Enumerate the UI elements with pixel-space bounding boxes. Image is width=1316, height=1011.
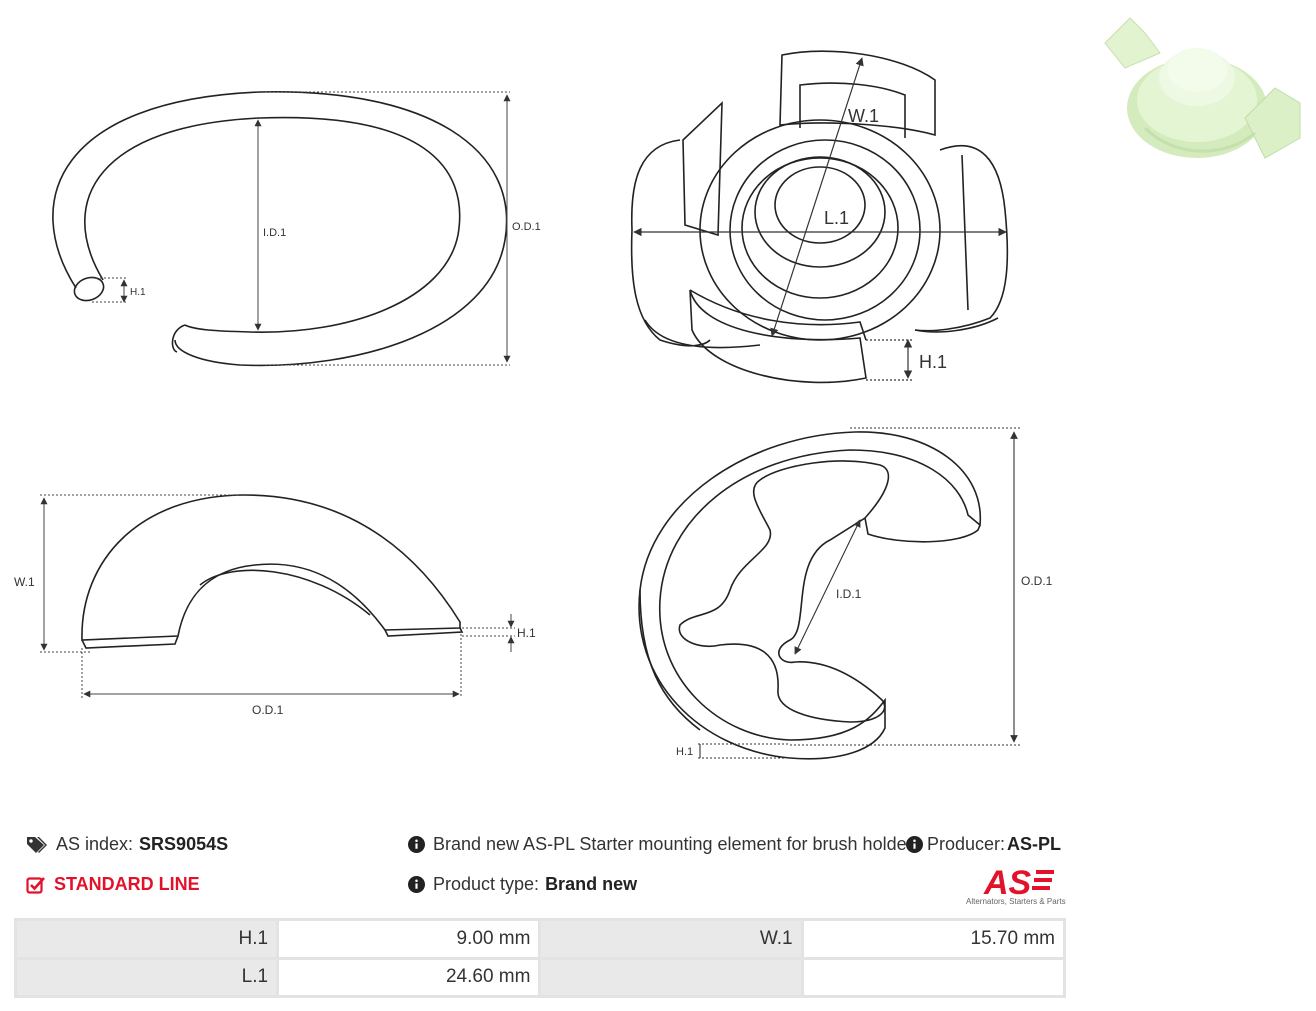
spec-value: 24.60 mm	[276, 956, 542, 998]
description-row: Brand new AS-PL Starter mounting element…	[408, 834, 928, 855]
w1-label-half: W.1	[14, 575, 35, 589]
as-index-label: AS index:	[56, 834, 134, 854]
h1-label-clip: H.1	[676, 746, 693, 758]
product-type-value: Brand new	[545, 874, 638, 894]
as-index-value: SRS9054S	[139, 834, 229, 854]
spec-value: 9.00 mm	[276, 918, 542, 960]
producer-value: AS-PL	[1007, 834, 1062, 854]
l1-label-element: L.1	[824, 208, 849, 228]
check-square-icon	[26, 876, 45, 894]
od1-label-clip: O.D.1	[1021, 574, 1053, 588]
spec-key: W.1	[538, 918, 804, 960]
table-row: H.1 9.00 mm W.1 15.70 mm	[13, 918, 1067, 960]
w1-label-element: W.1	[848, 106, 879, 126]
spec-table: H.1 9.00 mm W.1 15.70 mm L.1 24.60 mm	[13, 918, 1067, 998]
product-type-label: Product type:	[433, 874, 540, 894]
technical-drawings: I.D.1 O.D.1 H.1 W.1 L.1 H.1	[14, 50, 1053, 760]
as-index-row: AS index: SRS9054S	[26, 834, 228, 855]
h1-label-ring: H.1	[130, 287, 146, 298]
id1-label-clip: I.D.1	[836, 587, 862, 601]
spec-key	[538, 956, 804, 998]
logo-tagline: Alternators, Starters & Parts	[966, 897, 1066, 906]
half-ring-side-drawing	[40, 494, 515, 698]
info-circle-icon	[408, 876, 425, 893]
spec-key: H.1	[13, 918, 280, 960]
od1-label-half: O.D.1	[252, 703, 284, 717]
as-pl-logo: AS	[983, 864, 1054, 902]
h1-label-element: H.1	[919, 352, 947, 372]
split-ring-drawing	[52, 91, 511, 367]
product-type-row: Product type: Brand new	[408, 874, 637, 895]
od1-label-ring: O.D.1	[512, 221, 541, 233]
table-row: L.1 24.60 mm	[13, 956, 1067, 998]
producer-row: Producer: AS-PL	[906, 834, 1061, 855]
drawing-canvas: I.D.1 O.D.1 H.1 W.1 L.1 H.1	[14, 50, 1053, 760]
h1-label-half: H.1	[517, 626, 536, 640]
spec-key: L.1	[13, 956, 280, 998]
info-circle-icon	[408, 836, 425, 853]
description-text: Brand new AS-PL Starter mounting element…	[433, 834, 913, 854]
logo-text: AS	[983, 864, 1032, 902]
standard-line-label: STANDARD LINE	[54, 874, 200, 894]
e-clip-drawing	[638, 427, 1020, 760]
spec-value	[800, 956, 1067, 998]
standard-line-row: STANDARD LINE	[26, 874, 200, 895]
tags-icon	[27, 836, 47, 853]
producer-label: Producer:	[927, 834, 1006, 854]
mounting-element-drawing	[630, 50, 1009, 384]
info-circle-icon	[906, 836, 923, 853]
id1-label-ring: I.D.1	[263, 227, 286, 239]
spec-value: 15.70 mm	[800, 918, 1067, 960]
product-photo	[1085, 8, 1307, 170]
